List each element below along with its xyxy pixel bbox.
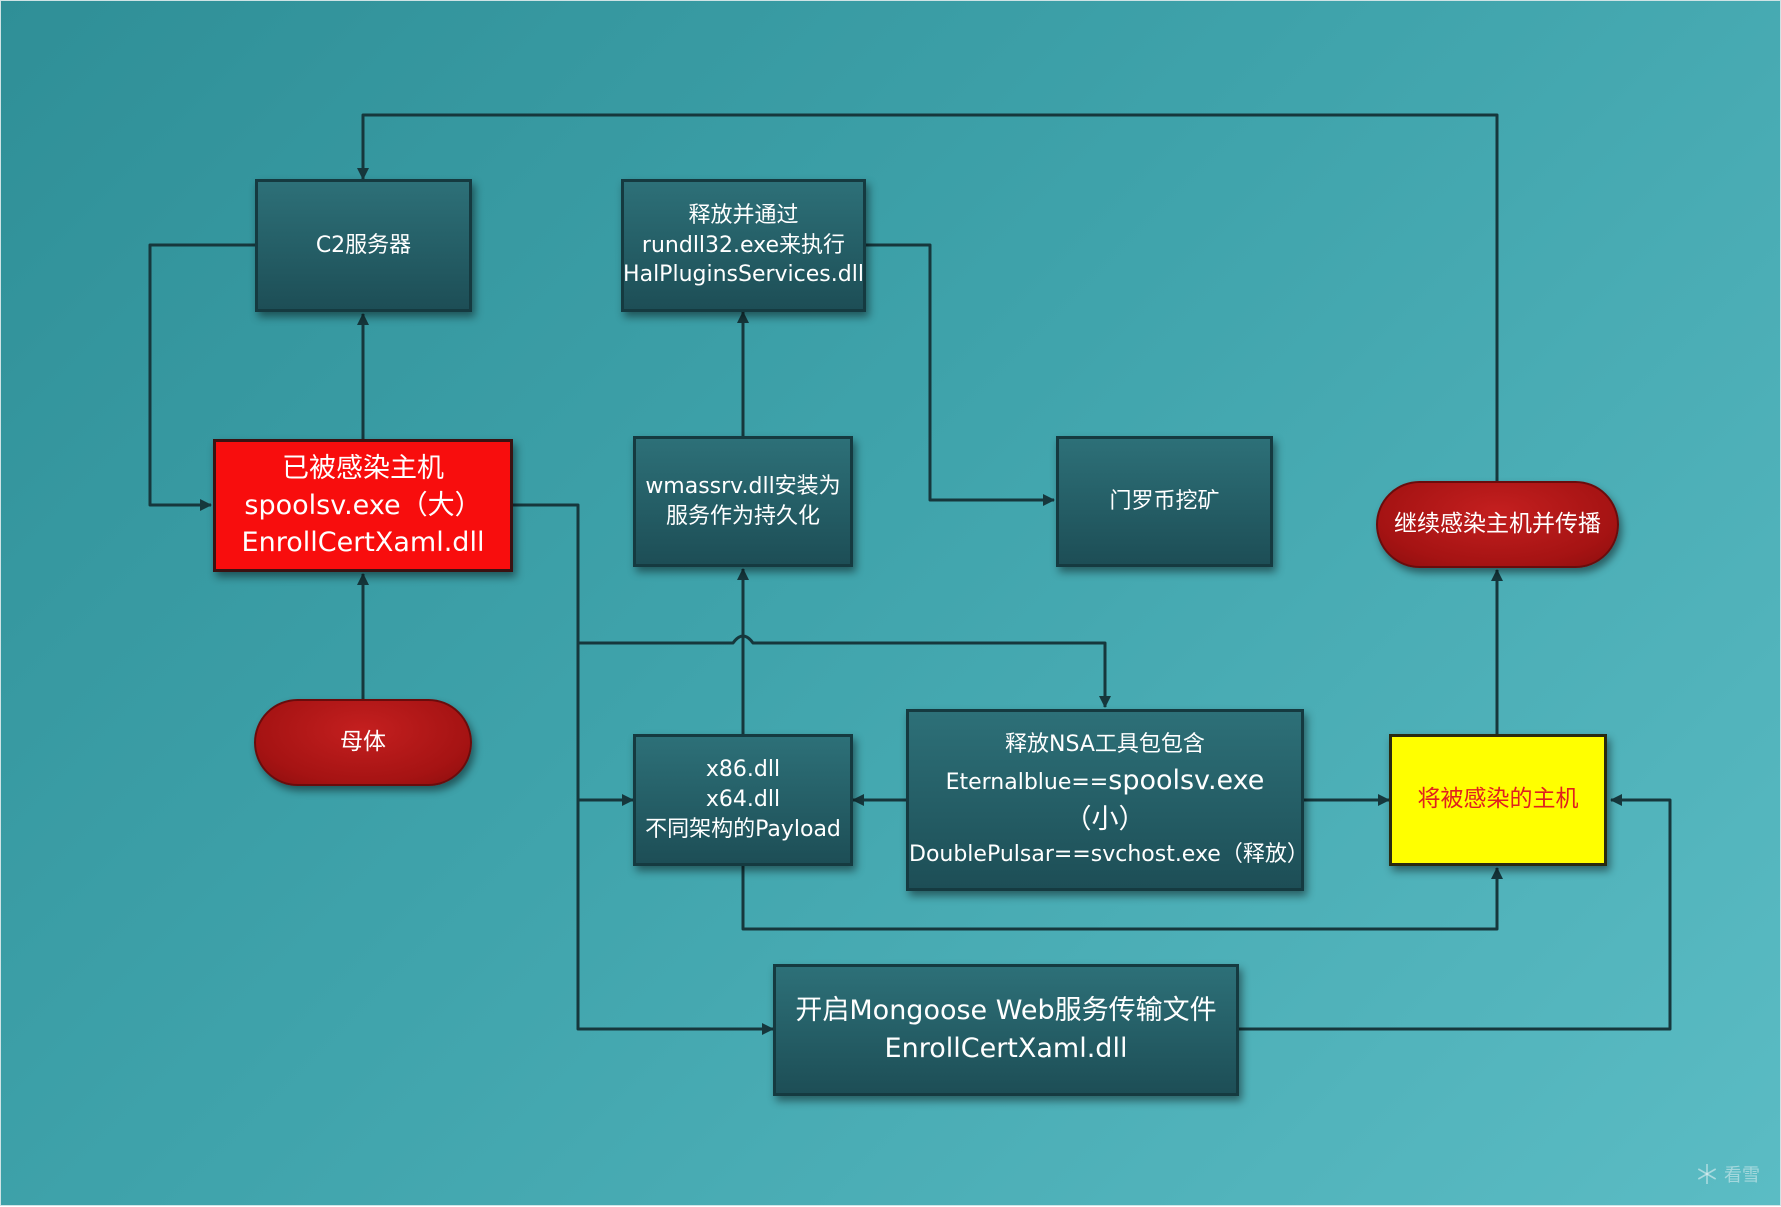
monero-label: 门罗币挖矿 [1109, 488, 1220, 514]
arrow-release-to-monero [866, 243, 1055, 506]
nsa-tools-node: 释放NSA工具包包含 Eternalblue==spoolsv.exe （小） … [906, 709, 1309, 891]
infected-host-node: 已被感染主机 spoolsv.exe（大） EnrollCertXaml.dll [213, 439, 513, 572]
arrow-infected-to-payload [576, 643, 634, 806]
nsa-spoolsv-text: spoolsv.exe [1108, 764, 1265, 796]
arrow-infected-to-mongoose [576, 800, 774, 1035]
payload-node: x86.dll x64.dll 不同架构的Payload [633, 734, 853, 866]
to-be-infected-label: 将被感染的主机 [1417, 786, 1579, 813]
arrow-payload-to-target [741, 866, 1503, 931]
arrow-c2-to-infected [148, 243, 255, 511]
nsa-tools-line-3: （小） [1064, 804, 1146, 835]
parent-label: 母体 [340, 728, 386, 755]
release-run-line-3: HalPluginsServices.dll [623, 262, 864, 288]
monero-node: 门罗币挖矿 [1056, 436, 1273, 567]
snowflake-icon [1697, 1164, 1717, 1184]
release-run-node: 释放并通过 rundll32.exe来执行 HalPluginsServices… [621, 179, 866, 312]
parent-node: 母体 [254, 699, 472, 786]
payload-line-2: x64.dll [705, 787, 781, 813]
mongoose-line-1: 开启Mongoose Web服务传输文件 [795, 995, 1217, 1027]
nsa-tools-line-4: DoublePulsar==svchost.exe（释放） [909, 842, 1309, 868]
release-run-line-1: 释放并通过 [688, 202, 799, 228]
wmassrv-node: wmassrv.dll安装为 服务作为持久化 [633, 436, 853, 567]
continue-spread-label: 继续感染主机并传播 [1394, 510, 1601, 537]
nsa-tools-line-1: 释放NSA工具包包含 [1005, 731, 1205, 757]
infected-host-line-2: spoolsv.exe（大） [244, 489, 482, 521]
mongoose-node: 开启Mongoose Web服务传输文件 EnrollCertXaml.dll [773, 964, 1239, 1096]
infected-host-line-3: EnrollCertXaml.dll [241, 527, 485, 559]
watermark: 看雪 [1696, 1161, 1760, 1187]
release-run-line-2: rundll32.exe来执行 [641, 232, 846, 258]
payload-line-3: 不同架构的Payload [645, 816, 841, 842]
nsa-tools-line-2: Eternalblue==spoolsv.exe [946, 761, 1265, 800]
arrow-spread-to-c2 [357, 113, 1499, 481]
c2-server-label: C2服务器 [315, 232, 412, 258]
wmassrv-line-1: wmassrv.dll安装为 [645, 473, 841, 499]
wmassrv-line-2: 服务作为持久化 [665, 503, 820, 529]
mongoose-line-2: EnrollCertXaml.dll [884, 1033, 1128, 1064]
payload-line-1: x86.dll [705, 757, 781, 783]
arrow-mongoose-to-target [1239, 794, 1672, 1031]
c2-server-node: C2服务器 [255, 179, 472, 312]
watermark-text: 看雪 [1724, 1165, 1760, 1186]
to-be-infected-node: 将被感染的主机 [1389, 734, 1607, 866]
continue-spread-node: 继续感染主机并传播 [1376, 481, 1619, 568]
nsa-eternalblue-text: Eternalblue== [945, 769, 1109, 795]
infected-host-line-1: 已被感染主机 [282, 452, 444, 484]
